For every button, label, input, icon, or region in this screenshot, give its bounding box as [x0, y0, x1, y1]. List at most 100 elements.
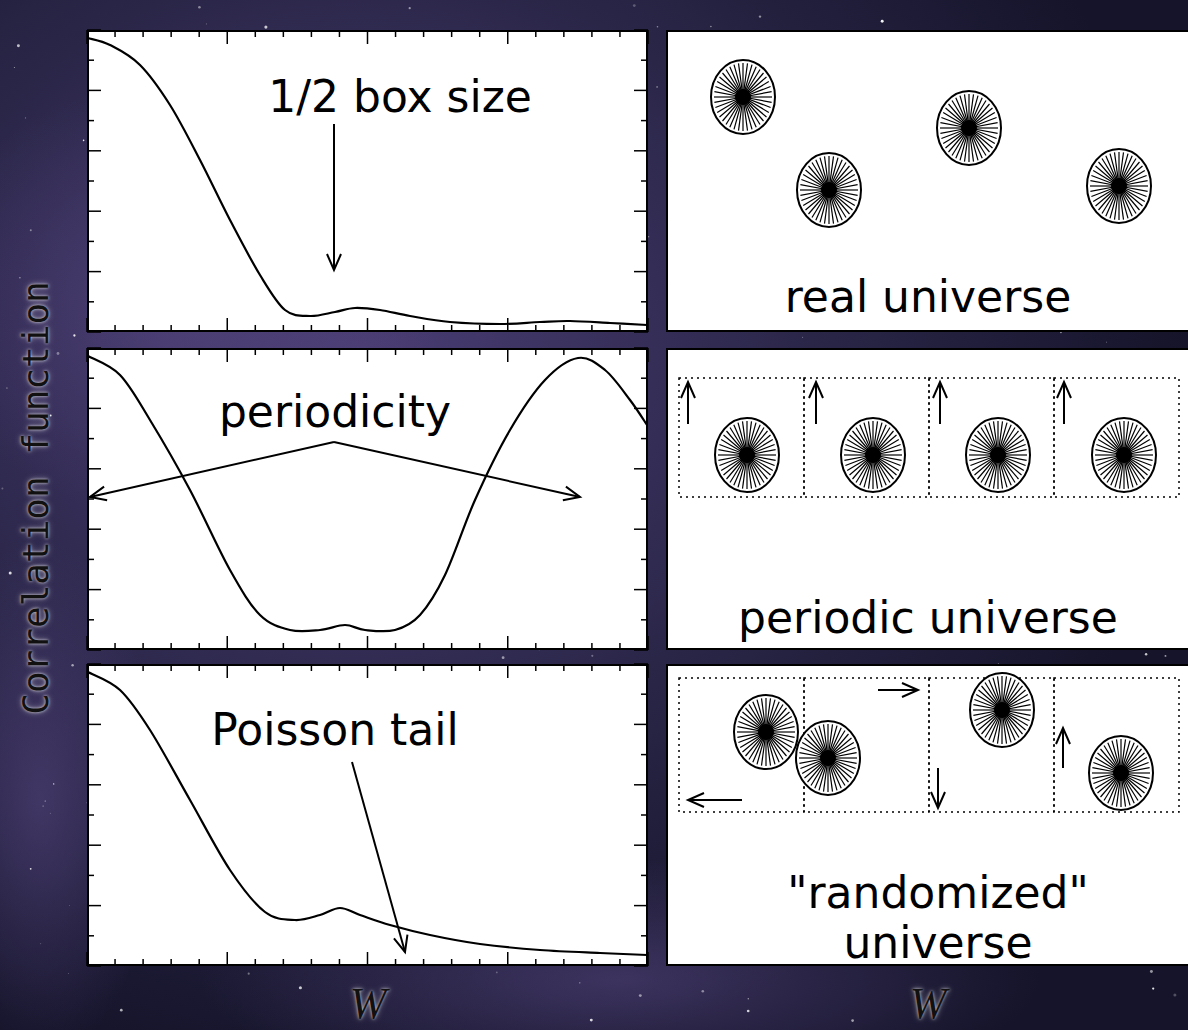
orientation-arrow — [815, 382, 817, 424]
orientation-arrow — [878, 689, 918, 691]
star — [1106, 341, 1108, 343]
star — [591, 655, 593, 657]
galaxy-outline — [796, 721, 860, 795]
star — [802, 337, 803, 338]
orientation-arrow — [939, 382, 941, 424]
star — [496, 971, 498, 973]
tick-mark — [227, 952, 229, 966]
tick-mark — [87, 408, 101, 410]
star — [1165, 655, 1167, 657]
star — [639, 994, 642, 997]
universe-panel: periodic universe — [666, 348, 1188, 650]
star — [9, 572, 12, 575]
galaxy-symbol — [1087, 149, 1151, 223]
tick-mark — [634, 844, 648, 846]
galaxy-core — [994, 702, 1010, 718]
tick-mark — [227, 636, 229, 650]
star — [71, 664, 73, 666]
orientation-arrow — [688, 799, 742, 801]
star — [69, 905, 71, 907]
tick-mark — [87, 150, 101, 152]
star — [43, 805, 44, 806]
galaxy-core — [735, 89, 751, 105]
tick-mark — [227, 318, 229, 332]
galaxy-outline — [1089, 736, 1153, 810]
star — [198, 6, 201, 9]
star — [648, 236, 649, 237]
tick-mark — [634, 784, 648, 786]
star — [30, 229, 32, 231]
plot-panel: 1/2 box size — [87, 30, 648, 332]
axis-title: Correlation function — [16, 281, 56, 714]
tick-mark — [507, 952, 509, 966]
star — [759, 15, 761, 17]
star — [656, 86, 658, 88]
tick-mark — [507, 318, 509, 332]
galaxy-symbol — [711, 60, 775, 134]
tick-mark — [87, 528, 101, 530]
star — [851, 1019, 854, 1022]
star — [68, 973, 70, 975]
galaxy-core — [990, 447, 1006, 463]
star — [747, 1010, 750, 1013]
star — [19, 277, 21, 279]
leader-arrow — [333, 124, 335, 270]
tick-mark — [634, 528, 648, 530]
star — [590, 1019, 593, 1022]
star — [50, 813, 51, 814]
periodic-box — [1054, 378, 1179, 497]
universe-panel: real universe — [666, 30, 1188, 332]
tick-mark — [87, 589, 101, 591]
galaxy-core — [1111, 178, 1127, 194]
galaxy-outline — [715, 418, 779, 492]
star — [633, 4, 636, 7]
galaxy-outline — [1087, 149, 1151, 223]
tick-mark — [87, 844, 101, 846]
tick-mark — [87, 784, 101, 786]
tick-mark — [87, 271, 101, 273]
orientation-arrow — [1062, 728, 1064, 768]
periodic-box — [679, 678, 804, 812]
tick-mark — [634, 210, 648, 212]
annotation-text: periodicity — [75, 387, 595, 437]
galaxy-outline — [711, 60, 775, 134]
galaxy-symbol — [1089, 736, 1153, 810]
star — [1150, 970, 1153, 973]
star — [40, 943, 42, 945]
galaxy-outline — [797, 153, 861, 227]
tick-mark — [227, 30, 229, 44]
tick-mark — [87, 905, 101, 907]
star — [83, 140, 85, 142]
galaxy-symbol — [715, 418, 779, 492]
tick-mark — [367, 348, 369, 362]
tick-mark — [227, 664, 229, 678]
tick-mark — [507, 636, 509, 650]
plot-panel: Poisson tail — [87, 664, 648, 966]
tick-mark — [507, 348, 509, 362]
galaxy-symbol — [970, 673, 1034, 747]
star — [299, 986, 302, 989]
tick-mark — [634, 271, 648, 273]
orientation-arrow — [687, 382, 689, 424]
galaxy-symbol — [796, 721, 860, 795]
star — [409, 7, 411, 9]
star — [881, 20, 884, 23]
star — [710, 26, 712, 28]
galaxy-symbol — [966, 418, 1030, 492]
galaxy-symbol — [1092, 418, 1156, 492]
tick-mark — [634, 589, 648, 591]
star — [702, 990, 705, 993]
galaxy-core — [739, 447, 755, 463]
star — [14, 67, 15, 68]
panel-caption: periodic universe — [678, 593, 1178, 643]
axis-label: W — [910, 982, 947, 1026]
galaxy-outline — [970, 673, 1034, 747]
star — [6, 387, 8, 389]
star — [248, 973, 250, 975]
galaxy-core — [820, 750, 836, 766]
star — [657, 26, 659, 28]
star — [57, 352, 60, 355]
star — [17, 44, 20, 47]
star — [25, 117, 26, 118]
tick-mark — [367, 952, 369, 966]
